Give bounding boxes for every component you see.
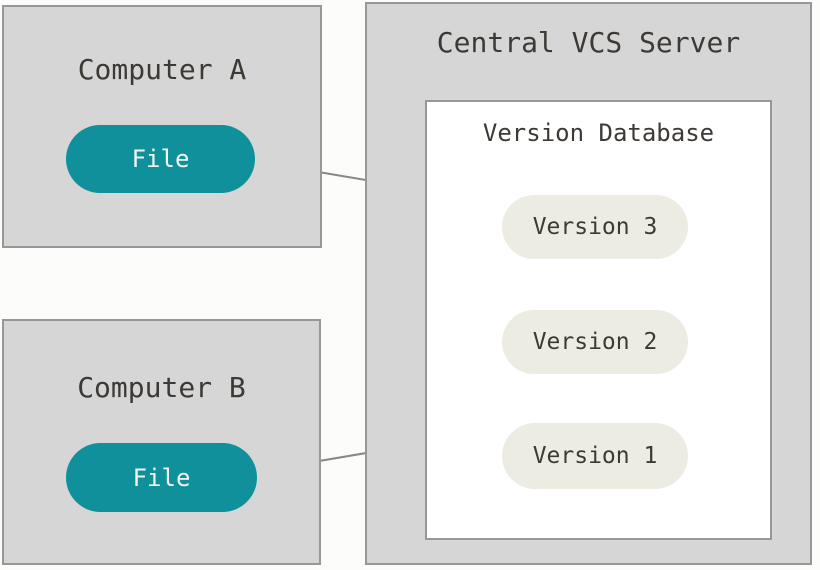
version-3-pill: Version 3 (502, 195, 688, 259)
computer-b-file-pill: File (66, 443, 257, 512)
version-database-title: Version Database (482, 119, 715, 147)
computer-b-file-label: File (132, 463, 191, 492)
central-vcs-server-box: Central VCS Server Version Database Vers… (365, 2, 812, 565)
computer-a-box: Computer A File (2, 5, 322, 248)
computer-a-file-label: File (131, 145, 190, 173)
computer-b-box: Computer B File (2, 319, 321, 565)
computer-b-title: Computer B (77, 371, 246, 404)
version-database-box: Version Database Version 3 Version 2 Ver… (425, 100, 772, 540)
version-2-pill: Version 2 (502, 310, 688, 374)
computer-a-title: Computer A (77, 53, 247, 86)
version-2-label: Version 2 (532, 329, 658, 355)
central-vcs-server-title: Central VCS Server (436, 26, 741, 59)
version-1-label: Version 1 (532, 443, 658, 469)
computer-a-file-pill: File (66, 125, 255, 193)
version-3-label: Version 3 (532, 214, 658, 240)
version-1-pill: Version 1 (502, 423, 688, 489)
